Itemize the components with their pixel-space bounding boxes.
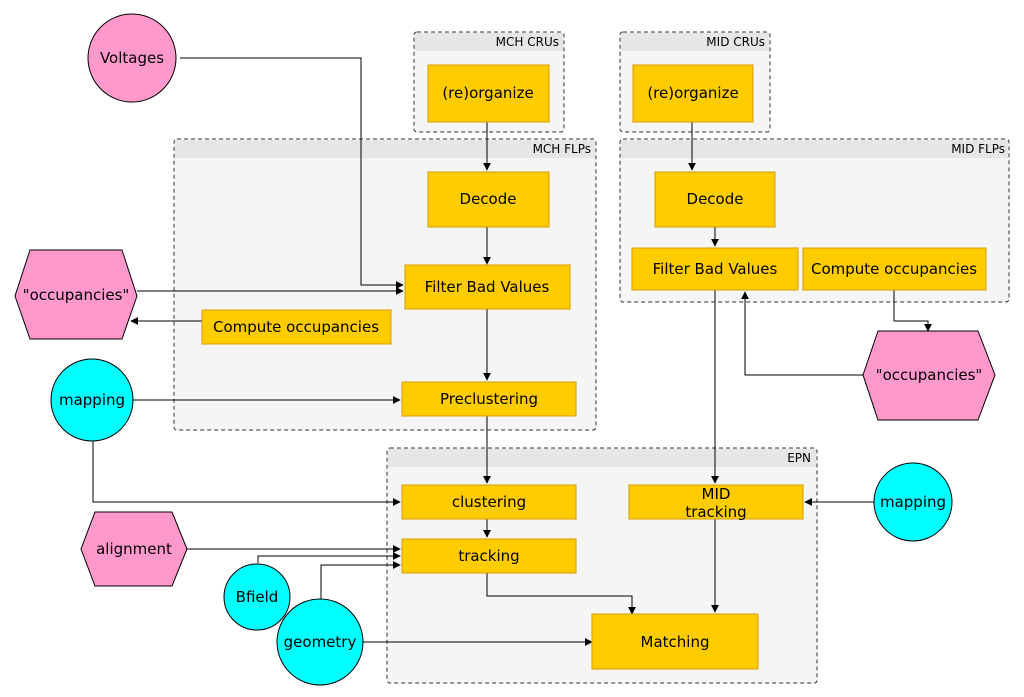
edge-occupancies-mid-filter [741, 291, 863, 376]
svg-text:alignment: alignment [96, 540, 172, 558]
group-epn-title: EPN [787, 451, 811, 465]
process-mid-reorganize: (re)organize [632, 64, 754, 123]
svg-text:Compute occupancies: Compute occupancies [213, 318, 379, 336]
svg-text:Bfield: Bfield [236, 588, 279, 606]
svg-text:"occupancies": "occupancies" [876, 366, 983, 384]
edge-tracking-matching [486, 573, 636, 615]
process-preclustering: Preclustering [401, 381, 577, 417]
svg-text:tracking: tracking [685, 503, 746, 521]
process-mch-reorganize: (re)organize [427, 64, 550, 123]
process-mid-compute: Compute occupancies [802, 247, 987, 291]
edge-bfield-tracking [257, 552, 401, 563]
edge-geometry-tracking [320, 561, 401, 600]
svg-text:Decode: Decode [687, 190, 744, 208]
process-mid-decode: Decode [654, 171, 776, 228]
process-mch-compute: Compute occupancies [201, 309, 392, 345]
input-geometry: geometry [276, 598, 364, 686]
input-bfield: Bfield [223, 563, 291, 631]
svg-text:Decode: Decode [460, 190, 517, 208]
svg-text:Voltages: Voltages [100, 49, 164, 67]
connectors [92, 57, 932, 646]
svg-text:Filter Bad Values: Filter Bad Values [653, 260, 778, 278]
svg-text:(re)organize: (re)organize [647, 84, 738, 102]
group-mid-flps-title: MID FLPs [951, 142, 1005, 156]
group-mch-crus-title: MCH CRUs [496, 35, 559, 49]
svg-text:Compute occupancies: Compute occupancies [811, 260, 977, 278]
process-mch-decode: Decode [427, 171, 550, 228]
process-clustering: clustering [401, 484, 577, 520]
process-mid-tracking: MID tracking [628, 484, 804, 521]
svg-text:"occupancies": "occupancies" [23, 286, 130, 304]
svg-text:(re)organize: (re)organize [442, 84, 533, 102]
svg-text:tracking: tracking [458, 547, 519, 565]
input-mapping-left: mapping [50, 358, 134, 442]
svg-text:Preclustering: Preclustering [440, 390, 538, 408]
svg-text:MID: MID [702, 485, 731, 503]
input-alignment: alignment [80, 511, 188, 587]
edge-mid-compute-occupancies [893, 290, 932, 332]
svg-text:geometry: geometry [284, 633, 357, 651]
svg-text:mapping: mapping [59, 391, 125, 409]
input-occupancies-left: "occupancies" [14, 249, 138, 340]
input-mapping-right: mapping [873, 462, 953, 542]
svg-text:Matching: Matching [641, 633, 710, 651]
process-tracking: tracking [401, 538, 577, 574]
input-voltages: Voltages [87, 13, 177, 103]
edge-voltages-filter [180, 57, 404, 289]
group-mch-flps-title: MCH FLPs [533, 142, 591, 156]
svg-text:Filter Bad Values: Filter Bad Values [425, 278, 550, 296]
svg-text:clustering: clustering [452, 493, 526, 511]
process-mch-filter: Filter Bad Values [404, 264, 571, 310]
process-mid-filter: Filter Bad Values [631, 247, 799, 291]
process-matching: Matching [591, 613, 759, 670]
group-mid-crus-title: MID CRUs [706, 35, 765, 49]
edge-mapping-clustering [92, 441, 401, 506]
input-occupancies-right: "occupancies" [862, 330, 996, 421]
svg-text:mapping: mapping [880, 493, 946, 511]
